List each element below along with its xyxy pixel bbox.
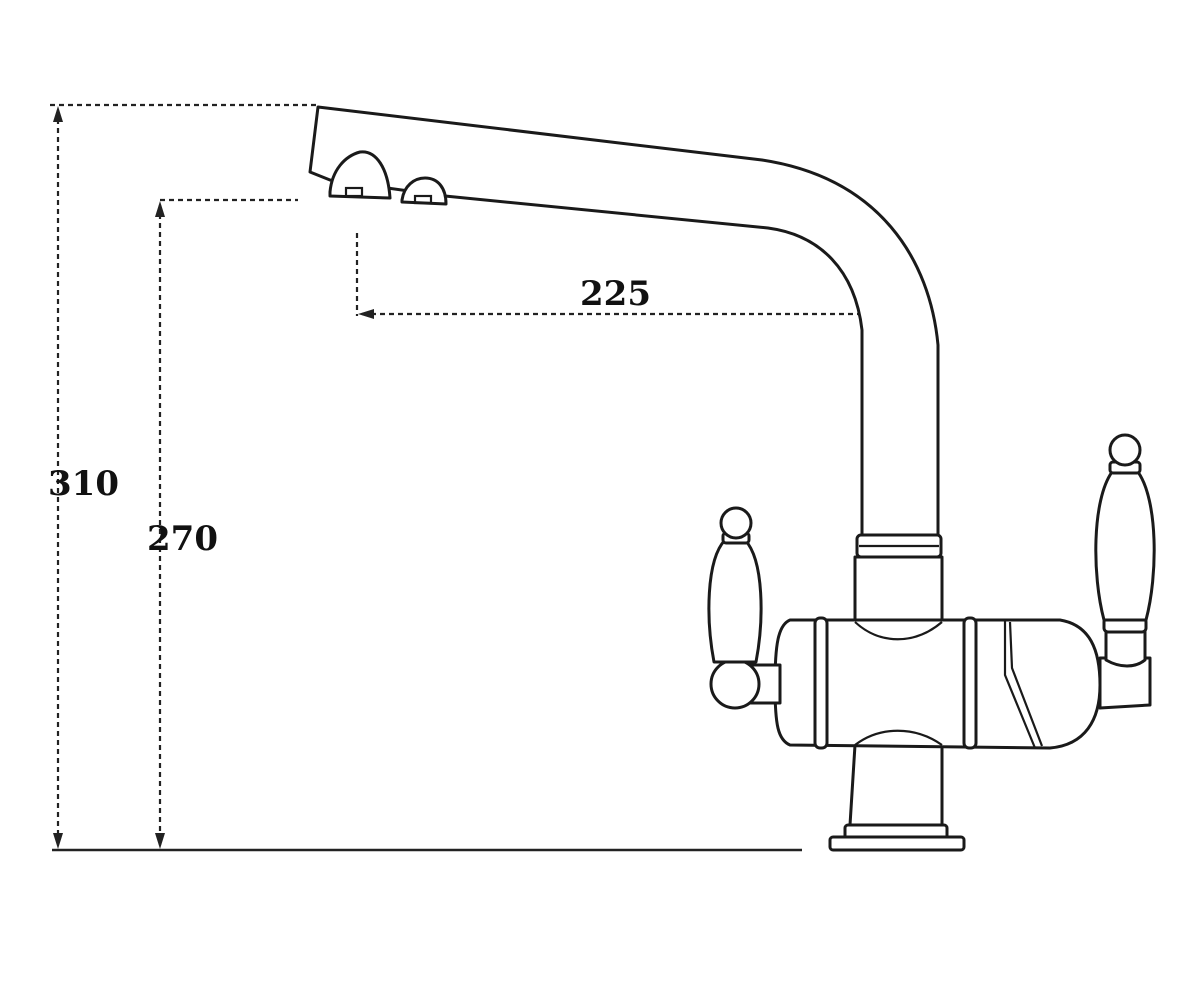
- aerator-small: [400, 176, 448, 206]
- main-body: [773, 618, 1102, 750]
- spout-reach-label: 225: [580, 274, 651, 314]
- spout-height-label: 270: [147, 519, 218, 559]
- spout: [308, 105, 940, 537]
- left-handle: [707, 506, 782, 710]
- aerator-large: [328, 150, 392, 200]
- dimension-spout-reach: 225: [355, 233, 899, 340]
- right-handle: [1094, 433, 1156, 710]
- faucet-outline: [308, 105, 1156, 852]
- base-flange: [828, 835, 966, 852]
- dimension-spout-height: 270: [147, 198, 298, 849]
- body-ring-right: [962, 616, 978, 750]
- dimension-total-height: 310: [48, 103, 318, 849]
- total-height-label: 310: [48, 464, 119, 504]
- body-ring-left: [813, 616, 829, 750]
